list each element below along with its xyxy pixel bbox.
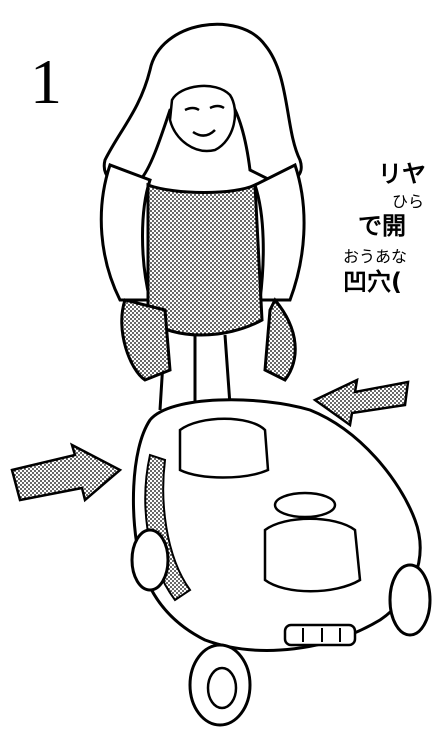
toy-car-rear-wheel xyxy=(130,528,170,592)
instruction-line-5: 凹穴( xyxy=(343,268,402,296)
toy-car-steering-wheel xyxy=(273,491,337,519)
instruction-line-2: ひら xyxy=(392,192,425,211)
instruction-line-1: リヤ xyxy=(378,160,426,188)
person-arms xyxy=(99,162,306,302)
toy-car-right-wheel xyxy=(388,563,432,637)
toy-car-front-wheel xyxy=(188,643,252,727)
person-right-hand xyxy=(263,297,297,382)
instruction-line-3: で開 xyxy=(358,212,406,240)
person-shirt xyxy=(146,182,264,337)
toy-car-grille xyxy=(283,623,357,647)
arrow-right-icon xyxy=(10,442,123,503)
instruction-line-4: おうあな xyxy=(343,247,408,266)
toy-car-seat xyxy=(178,417,270,479)
step-number: 1 xyxy=(30,46,62,117)
person-left-hand xyxy=(120,298,172,382)
toy-car-hood xyxy=(263,517,362,593)
arrow-left-icon xyxy=(312,377,410,428)
person-face xyxy=(168,84,237,153)
